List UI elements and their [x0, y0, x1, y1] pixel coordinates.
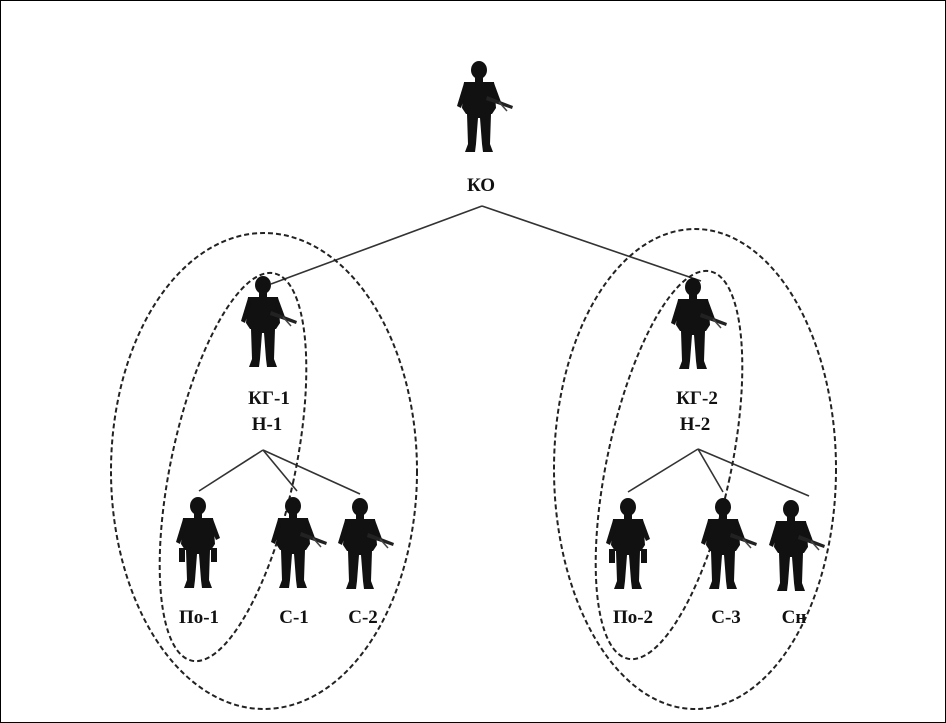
connector-kg1-c1 — [262, 449, 298, 492]
commander-node: КО — [457, 61, 514, 196]
connector-ko-kg2 — [481, 205, 702, 282]
group-2-member-2: С-3 — [701, 498, 758, 628]
group-2-second-label: Н-2 — [680, 414, 711, 435]
group-1-member-3: С-2 — [338, 498, 395, 628]
connector-kg2-po2 — [627, 448, 699, 493]
soldier-with-rifle-icon — [271, 497, 328, 588]
group-1-member-1-label: По-1 — [179, 607, 219, 628]
connector-kg1-c2 — [262, 449, 361, 495]
group-2-member-3: Сн — [769, 500, 826, 628]
group-2-member-3-label: Сн — [782, 607, 807, 628]
group-1-member-2: С-1 — [271, 497, 328, 628]
group-outlines — [110, 228, 837, 710]
group-2-member-2-label: С-3 — [711, 607, 741, 628]
connector-lines — [198, 205, 810, 497]
group-2-leader-node: КГ-2 Н-2 — [671, 278, 728, 435]
connector-kg1-po1 — [198, 449, 264, 492]
connector-kg2-c3 — [697, 448, 724, 493]
soldier-with-equipment-icon — [606, 498, 650, 589]
group-2-outer-ellipse — [553, 228, 837, 710]
connector-kg2-sn — [697, 448, 810, 497]
soldier-icon — [457, 61, 514, 152]
group-2-member-1: По-2 — [606, 498, 653, 628]
group-1-member-1: По-1 — [176, 497, 220, 628]
group-1-leader-label: КГ-1 — [248, 388, 290, 409]
group-2-inner-ellipse — [594, 269, 744, 661]
group-1-member-3-label: С-2 — [348, 607, 378, 628]
group-1-inner-ellipse — [158, 271, 308, 663]
group-1-leader-node: КГ-1 Н-1 — [241, 276, 298, 435]
soldier-with-rifle-icon — [769, 500, 826, 591]
group-2-member-1-label: По-2 — [613, 607, 653, 628]
group-2-leader-label: КГ-2 — [676, 388, 718, 409]
soldier-with-equipment-icon — [176, 497, 220, 588]
soldier-with-rifle-icon — [241, 276, 298, 367]
group-1-outer-ellipse — [110, 232, 418, 710]
soldier-with-rifle-icon — [338, 498, 395, 589]
connector-ko-kg1 — [270, 205, 483, 285]
commander-label: КО — [467, 175, 495, 196]
group-1-member-2-label: С-1 — [279, 607, 309, 628]
soldier-with-rifle-icon — [671, 278, 728, 369]
group-1-second-label: Н-1 — [252, 414, 283, 435]
soldier-with-rifle-icon — [701, 498, 758, 589]
